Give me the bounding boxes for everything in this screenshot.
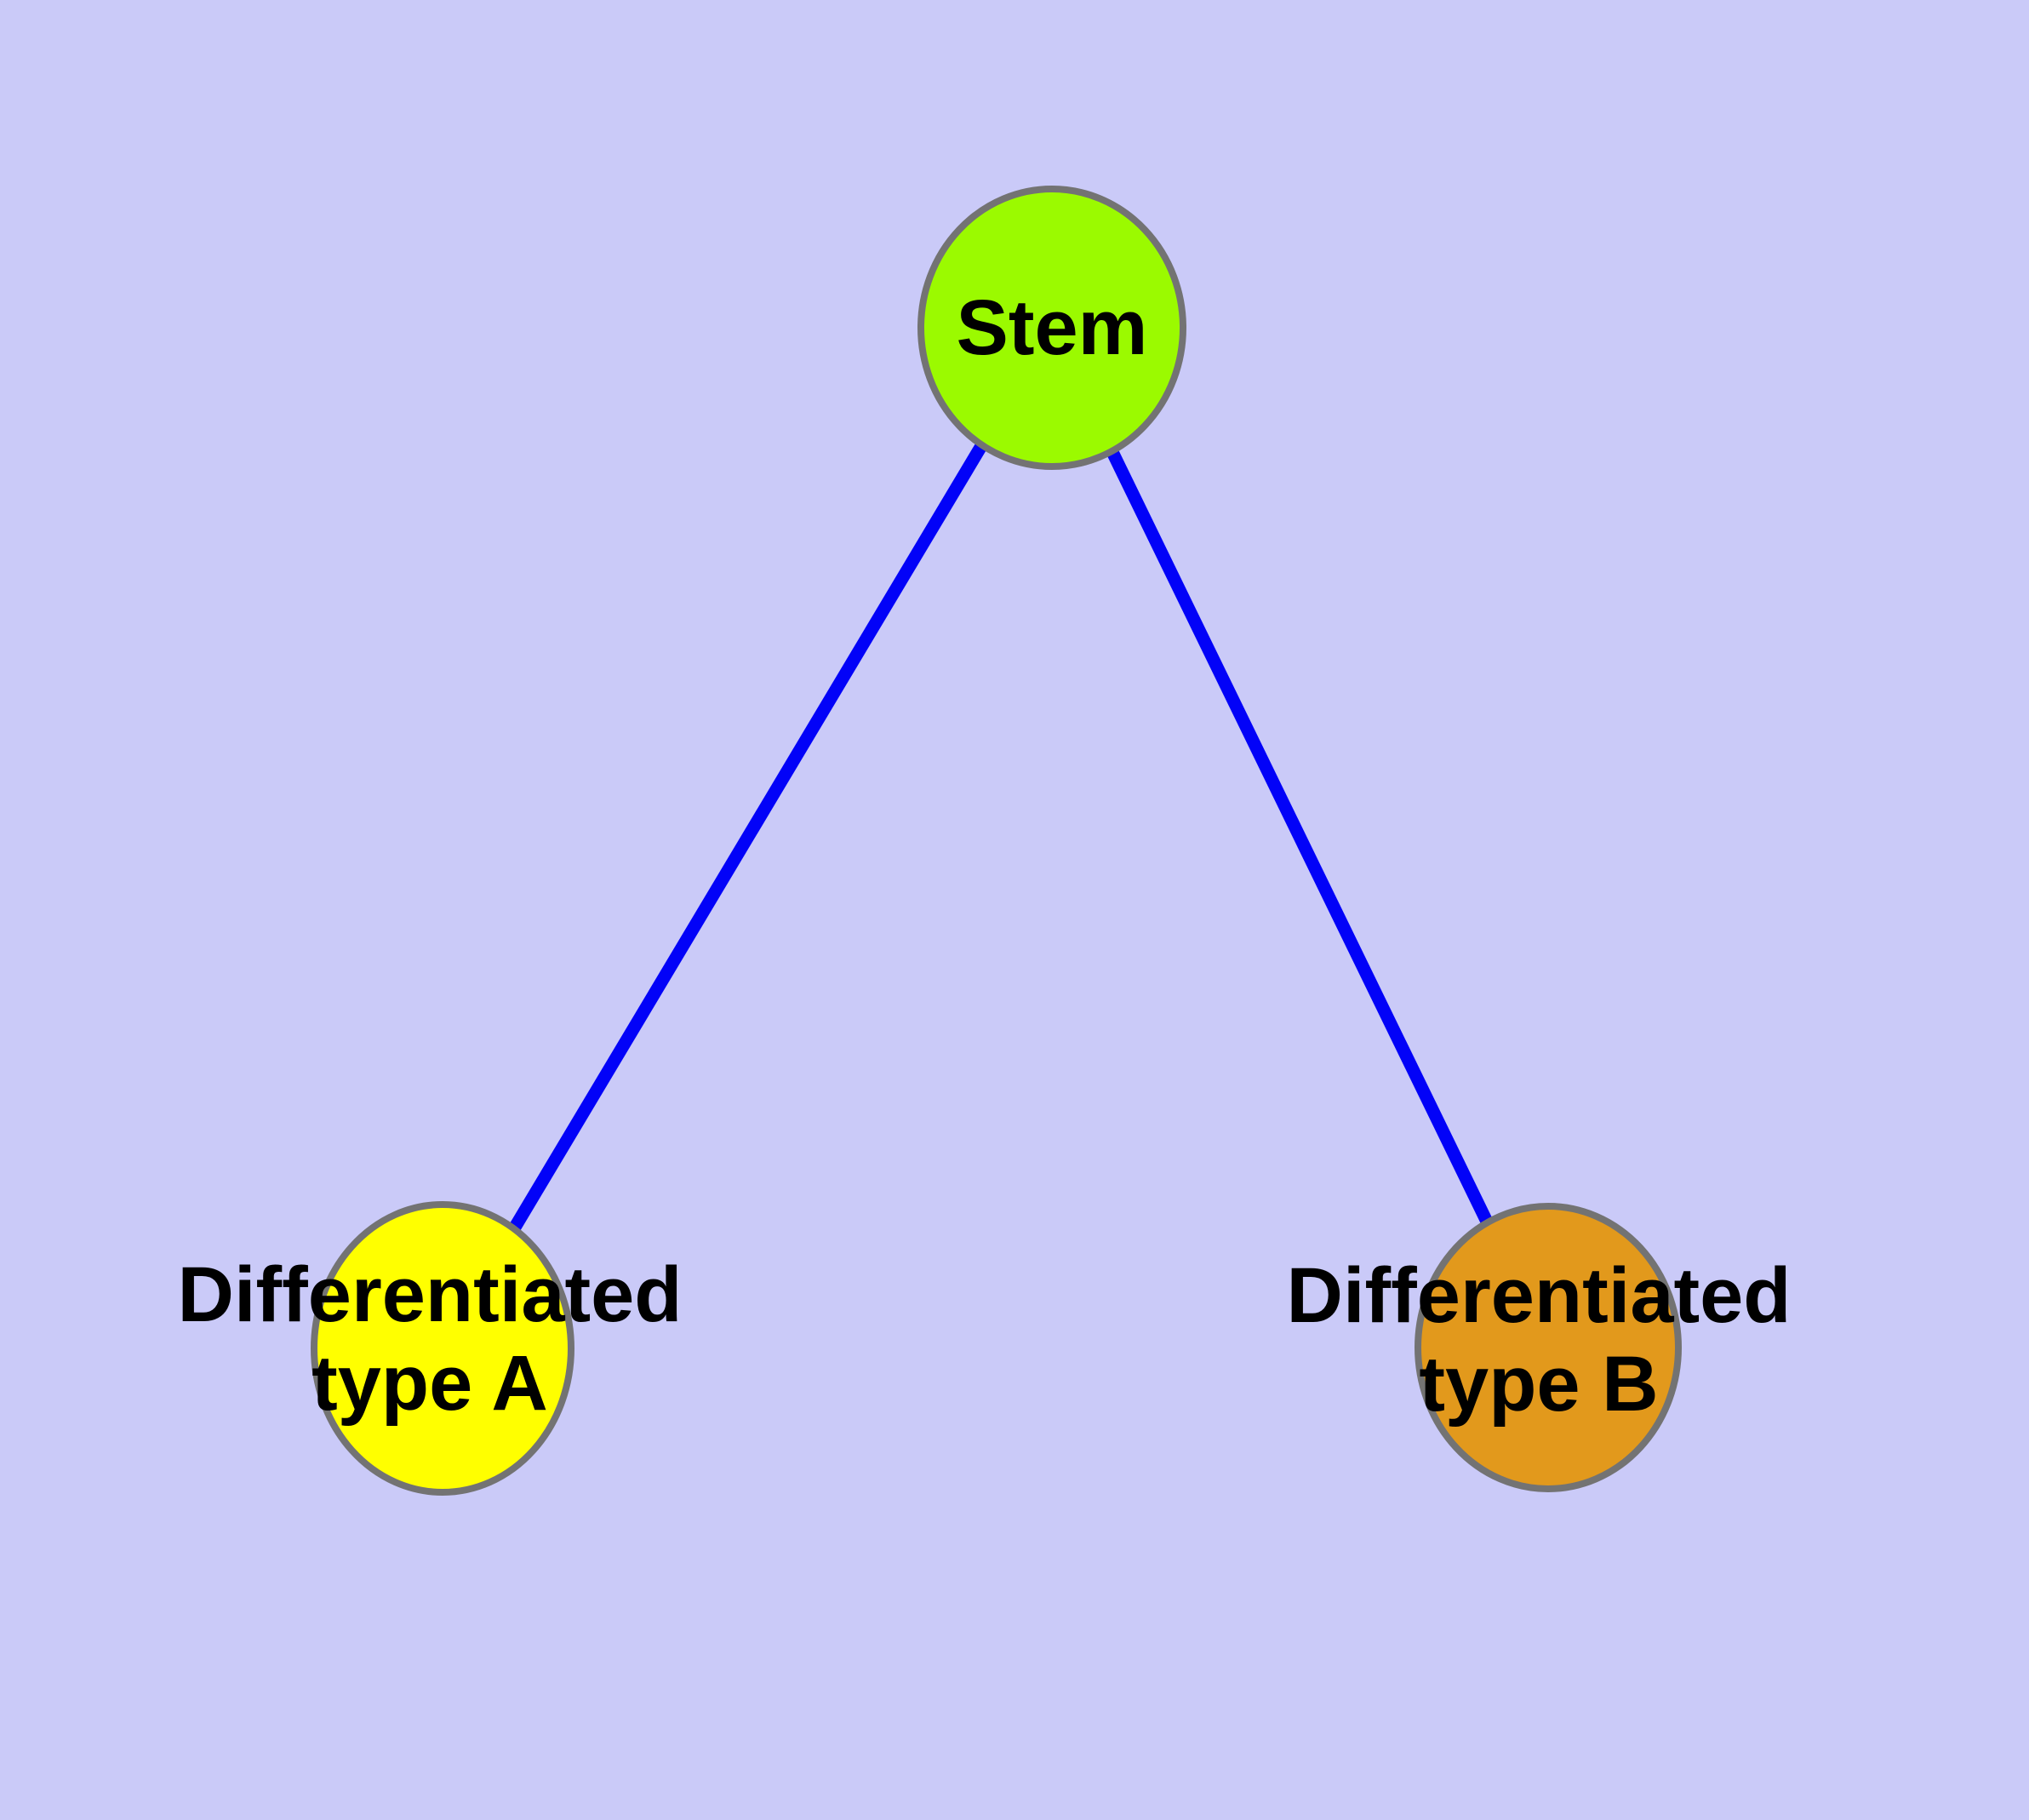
node-type-a-label-line1: Differentiated bbox=[178, 1251, 683, 1338]
node-type-a-label-line2: type A bbox=[311, 1340, 548, 1427]
edge-stem-to-type-b bbox=[1046, 324, 1554, 1351]
node-differentiated-type-a bbox=[311, 1201, 574, 1496]
edge-stem-to-type-a bbox=[437, 324, 1058, 1352]
node-stem-label: Stem bbox=[957, 284, 1148, 371]
node-stem bbox=[917, 186, 1186, 470]
node-type-b-label-line1: Differentiated bbox=[1287, 1252, 1792, 1339]
node-type-b-label-line2: type B bbox=[1419, 1341, 1658, 1428]
node-differentiated-type-b bbox=[1415, 1203, 1682, 1492]
